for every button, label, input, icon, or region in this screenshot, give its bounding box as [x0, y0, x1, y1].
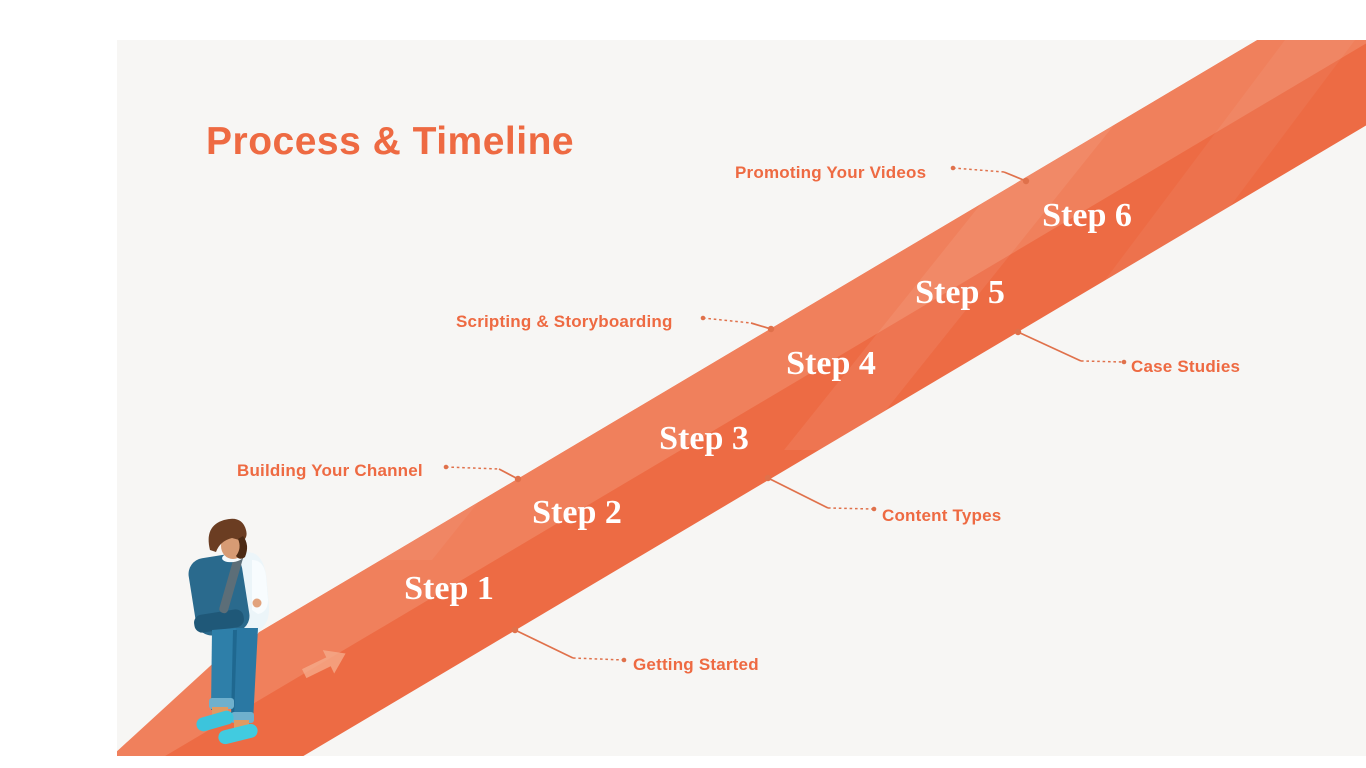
timeline-graphic [117, 40, 1366, 756]
person-illustration [188, 518, 270, 745]
step-label-5: Step 5 [915, 274, 1005, 311]
ramp-end-cut [117, 646, 232, 752]
step-label-4: Step 4 [786, 345, 876, 382]
milestone-label-case-studies: Case Studies [1131, 357, 1241, 376]
step-label-2: Step 2 [532, 494, 622, 531]
connector-promoting-your-videos [950, 165, 1030, 185]
step-label-6: Step 6 [1042, 197, 1132, 234]
step-label-3: Step 3 [659, 420, 749, 457]
ramp-highlight-stripe [117, 40, 1366, 756]
milestone-label-content-types: Content Types [882, 506, 1002, 525]
slide-canvas [117, 40, 1366, 756]
step-label-1: Step 1 [404, 570, 494, 607]
slide-title: Process & Timeline [206, 120, 575, 164]
connector-getting-started [511, 626, 627, 663]
milestone-label-promoting-your-videos: Promoting Your Videos [735, 163, 927, 182]
connector-content-types [764, 474, 877, 512]
milestone-label-getting-started: Getting Started [633, 655, 759, 674]
direction-arrow-icon [302, 650, 346, 679]
connector-scripting-storyboarding [700, 315, 775, 333]
connector-building-your-channel [443, 464, 522, 483]
milestone-label-scripting-storyboarding: Scripting & Storyboarding [456, 312, 673, 331]
hand [252, 598, 262, 608]
milestone-label-building-your-channel: Building Your Channel [237, 461, 423, 480]
connector-case-studies [1014, 328, 1127, 365]
